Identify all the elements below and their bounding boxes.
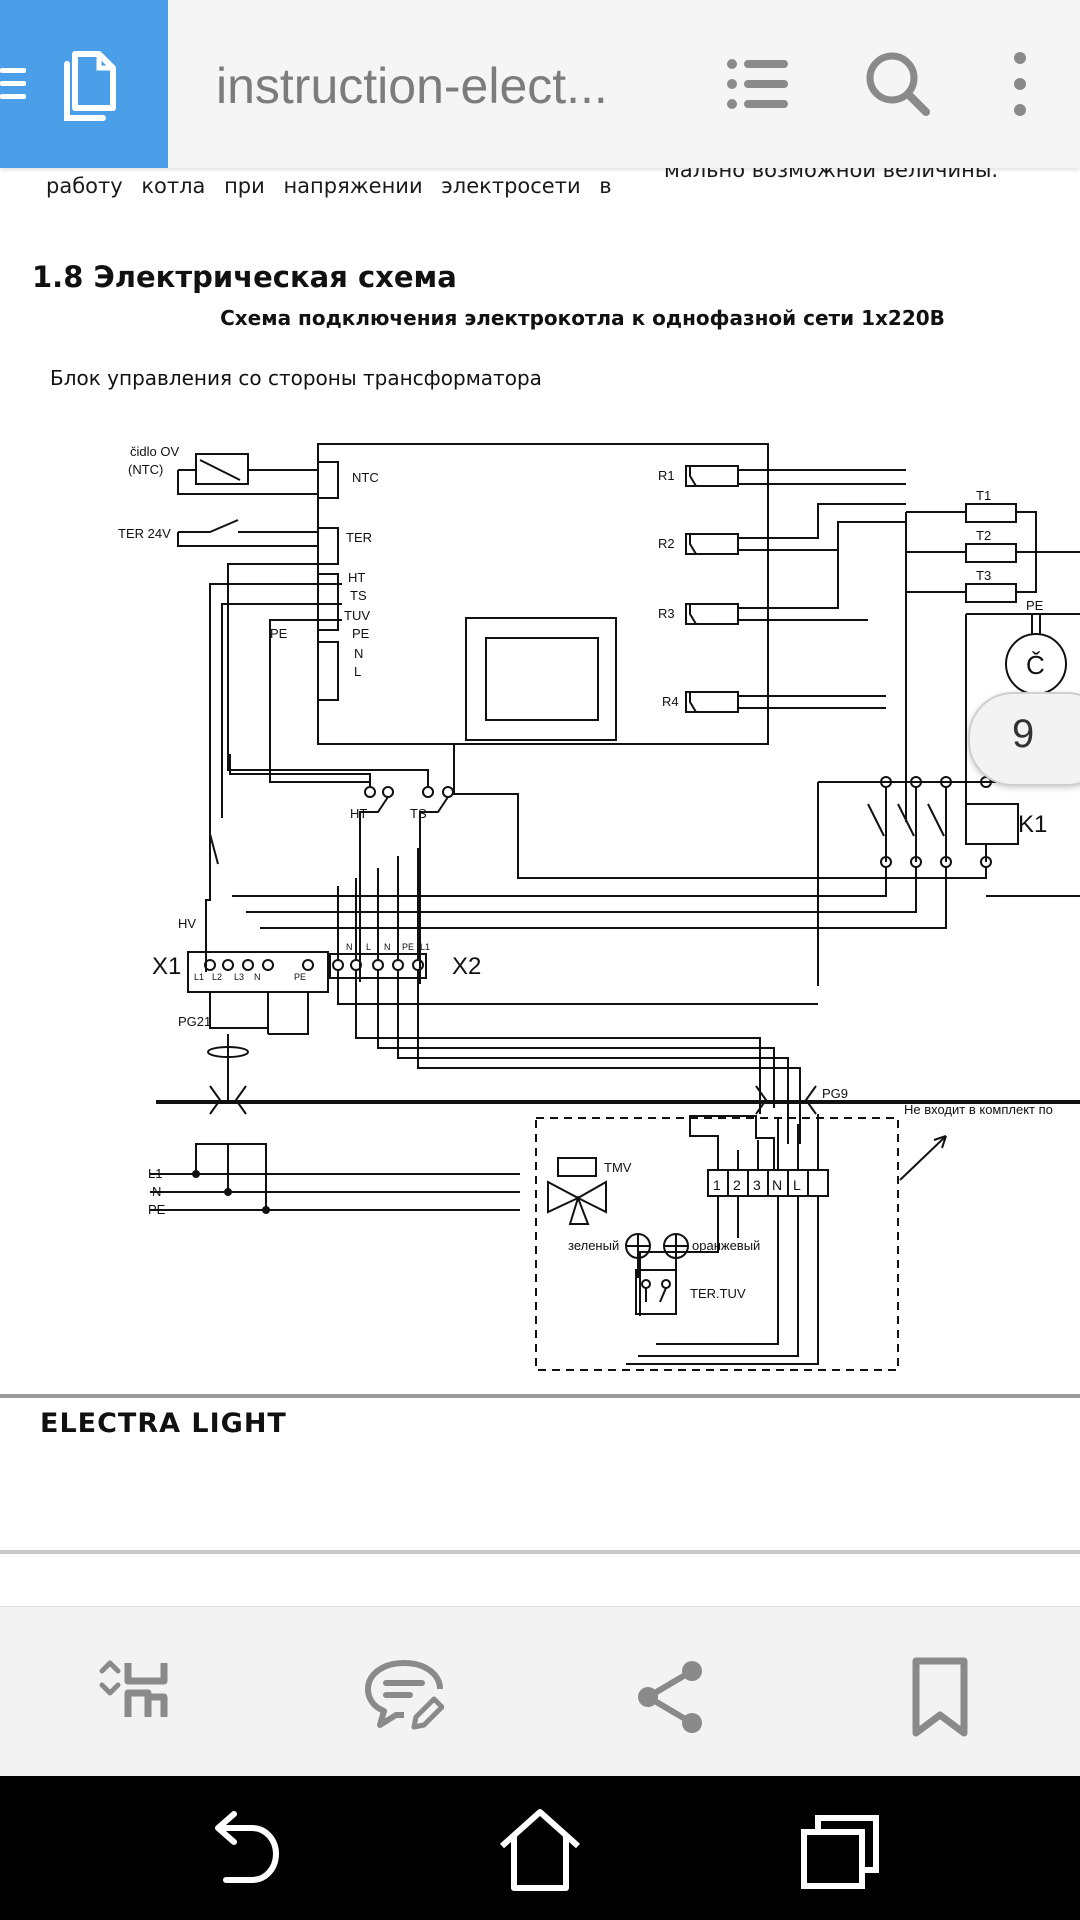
heater-t2: T2: [976, 528, 991, 543]
tb-pin-n: N: [772, 1177, 782, 1193]
relay-r2: R2: [658, 536, 675, 551]
terminal-l: L: [354, 664, 361, 679]
search-icon[interactable]: [862, 48, 934, 120]
bookmark-icon[interactable]: [902, 1657, 982, 1737]
page-footer-brand: ELECTRA LIGHT: [40, 1408, 287, 1439]
electrical-schematic: čidlo OV (NTC) TER 24V PE NTC TER HT TS …: [118, 443, 1080, 1371]
page-number: 9: [1012, 712, 1035, 756]
page-number-indicator[interactable]: 9: [968, 692, 1080, 786]
switch-hv: HV: [178, 916, 196, 931]
mains-pe: PE: [148, 1202, 166, 1217]
mains-n: N: [152, 1184, 161, 1199]
label-pe-left: PE: [270, 626, 288, 641]
relay-r1: R1: [658, 468, 675, 483]
comment-edit-icon[interactable]: [364, 1657, 444, 1737]
body-text-right: мально возможной величины.: [664, 168, 999, 182]
x1-pin-n: N: [254, 972, 261, 982]
tb-pin-2: 2: [733, 1177, 741, 1193]
switch-ts: TS: [410, 806, 427, 821]
share-icon[interactable]: [632, 1657, 712, 1737]
label-cidlo: čidlo OV: [130, 444, 179, 459]
page-divider-bottom: [0, 1550, 1080, 1554]
x2-pin-pe: PE: [402, 942, 414, 952]
menu-icon: [0, 68, 26, 99]
document-title[interactable]: instruction-elect...: [216, 58, 608, 114]
gland-pg9: PG9: [822, 1086, 848, 1101]
valve-tmv: TMV: [604, 1160, 632, 1175]
x1-pin-l3: L3: [234, 972, 244, 982]
pump-symbol: Č: [1026, 650, 1045, 680]
x2-pin-l: L: [366, 942, 371, 952]
system-nav-bar: [0, 1776, 1080, 1920]
heater-t1: T1: [976, 488, 991, 503]
switch-ht: HT: [350, 806, 367, 821]
home-icon[interactable]: [496, 1806, 584, 1894]
contactor-k1: K1: [1018, 811, 1047, 838]
scheme-title: Схема подключения электрокотла к однофаз…: [220, 306, 945, 330]
heater-t3: T3: [976, 568, 991, 583]
recent-apps-icon[interactable]: [796, 1806, 884, 1894]
x2-pin-n: N: [346, 942, 353, 952]
terminal-ht: HT: [348, 570, 365, 585]
terminal-tuv: TUV: [344, 608, 370, 623]
control-block-label: Блок управления со стороны трансформатор…: [50, 366, 542, 390]
x1-pin-l2: L2: [212, 972, 222, 982]
x1-pin-pe: PE: [294, 972, 306, 982]
back-icon[interactable]: [196, 1806, 284, 1894]
terminal-ter: TER: [346, 530, 372, 545]
section-heading: 1.8 Электрическая схема: [32, 260, 457, 294]
terminal-block-x2: X2: [452, 953, 481, 980]
terminal-pe: PE: [352, 626, 370, 641]
list-icon[interactable]: [722, 48, 794, 120]
document-icon: [64, 51, 116, 121]
gland-pg21: PG21: [178, 1014, 211, 1029]
terminal-ts: TS: [350, 588, 367, 603]
x2-pin-l1: L1: [420, 942, 430, 952]
reflow-icon[interactable]: [94, 1657, 174, 1737]
terminal-ntc: NTC: [352, 470, 379, 485]
tb-pin-l: L: [793, 1177, 801, 1193]
lamp-orange-label: оранжевый: [692, 1238, 760, 1253]
tb-pin-1: 1: [713, 1177, 721, 1193]
bottom-toolbar: [0, 1606, 1080, 1777]
x1-pin-l1: L1: [194, 972, 204, 982]
label-ter24v: TER 24V: [118, 526, 171, 541]
thermostat-ter-tuv: TER.TUV: [690, 1286, 746, 1301]
document-page[interactable]: работу котла при напряжении электросети …: [0, 168, 1080, 1606]
terminal-n: N: [354, 646, 363, 661]
drawer-toggle[interactable]: [0, 0, 168, 168]
tb-pin-3: 3: [753, 1177, 761, 1193]
pump-pe: PE: [1026, 598, 1044, 613]
lamp-green-label: зеленый: [568, 1238, 619, 1253]
label-not-included: Не входит в комплект по: [904, 1102, 1053, 1117]
relay-r4: R4: [662, 694, 679, 709]
label-ntc-sensor: (NTC): [128, 462, 163, 477]
more-vert-icon[interactable]: [984, 48, 1056, 120]
terminal-block-x1: X1: [152, 953, 181, 980]
relay-r3: R3: [658, 606, 675, 621]
mains-l1: L1: [148, 1166, 162, 1181]
x2-pin-n2: N: [384, 942, 391, 952]
body-text-left: работу котла при напряжении электросети …: [46, 174, 612, 198]
page-divider: [0, 1394, 1080, 1398]
app-bar: instruction-elect...: [0, 0, 1080, 168]
